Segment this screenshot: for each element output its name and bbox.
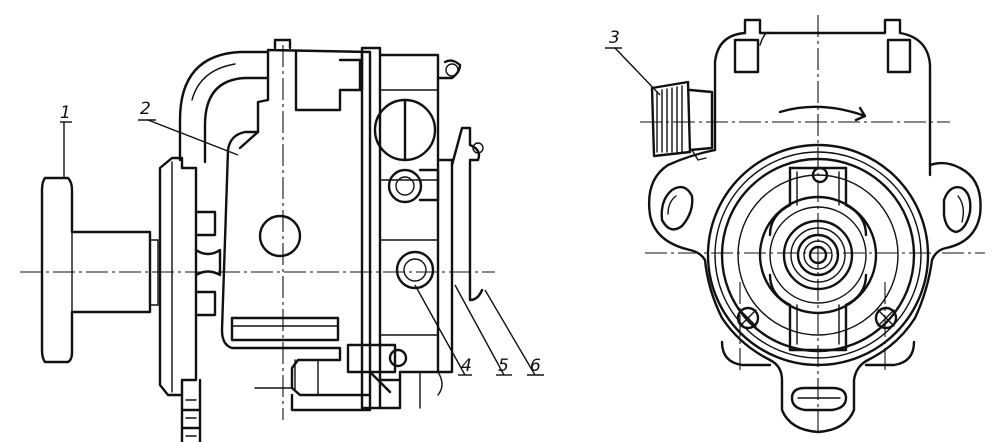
callout-label-1: 1 — [60, 103, 71, 123]
connector-plug — [650, 80, 714, 161]
distributor-cap — [346, 46, 484, 410]
callout-label-6: 6 — [530, 356, 541, 376]
callout-3: 3 — [605, 28, 661, 96]
rotor-arm — [768, 166, 868, 352]
mounting-bolts — [720, 306, 916, 367]
drive-flange — [40, 176, 159, 364]
callout-label-3: 3 — [609, 28, 620, 48]
callout-label-5: 5 — [498, 356, 509, 376]
front-view: 3 — [605, 15, 985, 434]
callout-2: 2 — [138, 99, 239, 156]
housing-body — [220, 38, 372, 412]
front-flange — [647, 148, 982, 434]
callout-1: 1 — [60, 103, 72, 178]
mounting-plate — [158, 156, 222, 442]
sectioned-shaft — [258, 214, 302, 258]
side-view: 1 2 4 5 6 — [20, 38, 544, 442]
callout-5: 5 — [454, 284, 512, 376]
callout-label-4: 4 — [461, 356, 472, 376]
front-housing-top — [713, 18, 932, 177]
callout-4: 4 — [414, 284, 472, 376]
elbow-pipe — [178, 50, 270, 164]
callout-label-2: 2 — [140, 99, 151, 119]
callout-6: 6 — [484, 289, 544, 376]
